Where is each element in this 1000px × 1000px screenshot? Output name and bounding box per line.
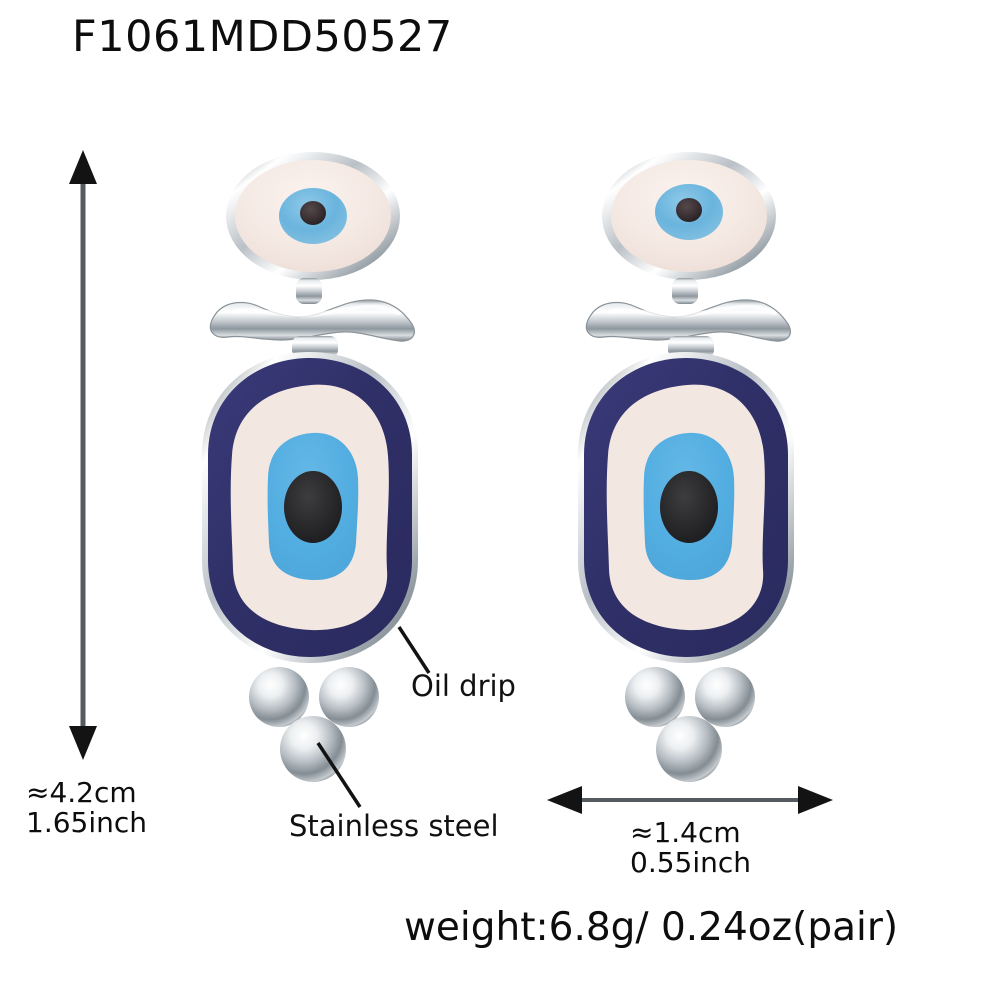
earring-left-pendant xyxy=(202,352,418,663)
earring-left-bar xyxy=(209,278,415,358)
earring-right-stud-pupil xyxy=(676,198,702,222)
width-dimension-arrow xyxy=(547,786,833,814)
earring-right-stud xyxy=(602,152,776,280)
height-inch: 1.65inch xyxy=(26,806,148,840)
height-dimension-label: ≈4.2cm 1.65inch xyxy=(26,776,148,840)
earring-right-bar xyxy=(585,278,791,358)
width-cm: ≈1.4cm xyxy=(630,816,741,849)
oil-drip-callout-label: Oil drip xyxy=(411,669,516,703)
pendant-right-pupil xyxy=(660,471,718,543)
width-inch: 0.55inch xyxy=(630,846,752,880)
height-dimension-arrow xyxy=(69,150,97,760)
earring-left-stud-pupil xyxy=(300,201,326,225)
product-code: F1061MDD50527 xyxy=(72,12,453,62)
earring-left-stud xyxy=(226,152,400,280)
stainless-steel-callout-label: Stainless steel xyxy=(289,809,499,843)
width-dimension-label: ≈1.4cm 0.55inch xyxy=(630,816,752,880)
oil-drip-leader-line xyxy=(397,626,431,674)
weight-label: weight:6.8g/ 0.24oz(pair) xyxy=(404,905,899,950)
height-cm: ≈4.2cm xyxy=(26,776,137,809)
earring-left xyxy=(202,152,418,782)
pendant-left-pupil xyxy=(284,471,342,543)
earring-right xyxy=(578,152,794,782)
stainless-steel-leader-line xyxy=(316,742,362,808)
earring-right-pendant xyxy=(578,352,794,663)
earring-right-beads xyxy=(625,667,755,782)
earring-left-beads xyxy=(249,667,379,782)
